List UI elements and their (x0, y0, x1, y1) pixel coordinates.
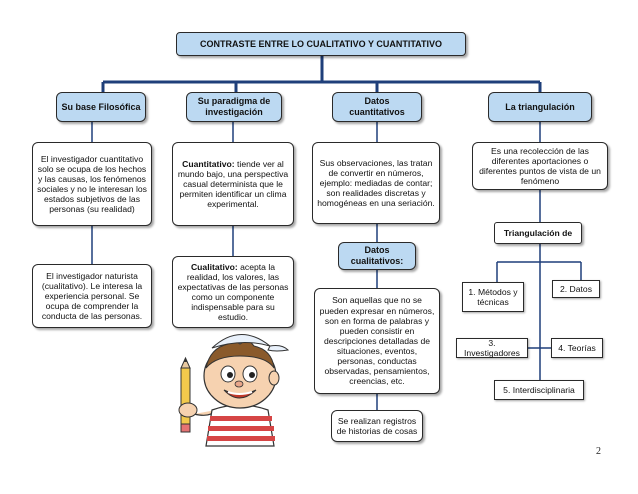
triangulacion-de-text: Triangulación de (503, 227, 573, 238)
pencil-icon (180, 356, 191, 433)
paradigma-cual-text: Cualitativo: acepta la realidad, los val… (177, 262, 289, 323)
datos-cual-text: Son aquellas que no se pueden expresar e… (319, 295, 435, 387)
paradigma-cuant-box: Cuantitativo: tiende ver al mundo bajo, … (172, 142, 294, 226)
cartoon-kid-illustration (178, 334, 290, 447)
paradigma-cuant-text: Cuantitativo: tiende ver al mundo bajo, … (177, 159, 289, 210)
datos-cuant-box: Sus observaciones, las tratan de convert… (312, 142, 440, 224)
cual-label: Cualitativo: (190, 261, 238, 272)
triangulacion-header-text: La triangulación (505, 101, 575, 112)
triangulacion-text: Es una recolección de las diferentes apo… (479, 145, 601, 187)
cual-text: acepta la realidad, los valores, las exp… (177, 261, 289, 323)
base-text-box-1: El investigador cuantitativo solo se ocu… (32, 142, 152, 226)
base-text-2: El investigador naturista (cualitativo).… (41, 270, 143, 322)
paradigma-header-text: Su paradigma de investigación (197, 96, 271, 117)
datos-cuant-header-text: Datos cuantitativos (349, 96, 405, 117)
cuant-text: tiende ver al mundo bajo, una perspectiv… (177, 158, 289, 210)
datos-cual-header-text: Datos cualitativos: (350, 245, 404, 266)
item-2-text: 2. Datos (559, 283, 592, 294)
datos-cual-header: Datos cualitativos: (338, 242, 416, 270)
datos-cuant-header: Datos cuantitativos (332, 92, 422, 122)
item-3-text: 3. Investigadores (464, 337, 520, 358)
triangulacion-de-box: Triangulación de (494, 222, 582, 244)
triangulacion-header: La triangulación (488, 92, 592, 122)
item-4-text: 4. Teorías (558, 342, 596, 353)
base-text-box-2: El investigador naturista (cualitativo).… (32, 264, 152, 328)
paradigma-header: Su paradigma de investigación (186, 92, 282, 122)
item-1-text: 1. Métodos y técnicas (468, 286, 518, 307)
base-text-1: El investigador cuantitativo solo se ocu… (37, 153, 147, 215)
datos-cuant-text: Sus observaciones, las tratan de convert… (317, 157, 435, 209)
title-box: CONTRASTE ENTRE LO CUALITATIVO Y CUANTIT… (176, 32, 466, 56)
triangulacion-item-1: 1. Métodos y técnicas (462, 282, 524, 312)
base-header: Su base Filosófica (56, 92, 146, 122)
triangulacion-item-3: 3. Investigadores (456, 338, 528, 358)
item-5-text: 5. Interdisciplinaria (503, 384, 575, 395)
triangulacion-item-2: 2. Datos (552, 280, 600, 298)
triangulacion-item-4: 4. Teorías (551, 338, 603, 358)
diagram-title: CONTRASTE ENTRE LO CUALITATIVO Y CUANTIT… (200, 38, 442, 49)
registros-text: Se realizan registros de historias de co… (336, 415, 418, 436)
cuant-label: Cuantitativo: (182, 158, 235, 169)
registros-box: Se realizan registros de historias de co… (331, 410, 423, 442)
base-header-text: Su base Filosófica (61, 101, 141, 112)
page-number: 2 (596, 446, 601, 457)
triangulacion-text-box: Es una recolección de las diferentes apo… (472, 142, 608, 190)
datos-cual-box: Son aquellas que no se pueden expresar e… (314, 288, 440, 394)
paradigma-cual-box: Cualitativo: acepta la realidad, los val… (172, 256, 294, 328)
triangulacion-item-5: 5. Interdisciplinaria (494, 380, 584, 400)
